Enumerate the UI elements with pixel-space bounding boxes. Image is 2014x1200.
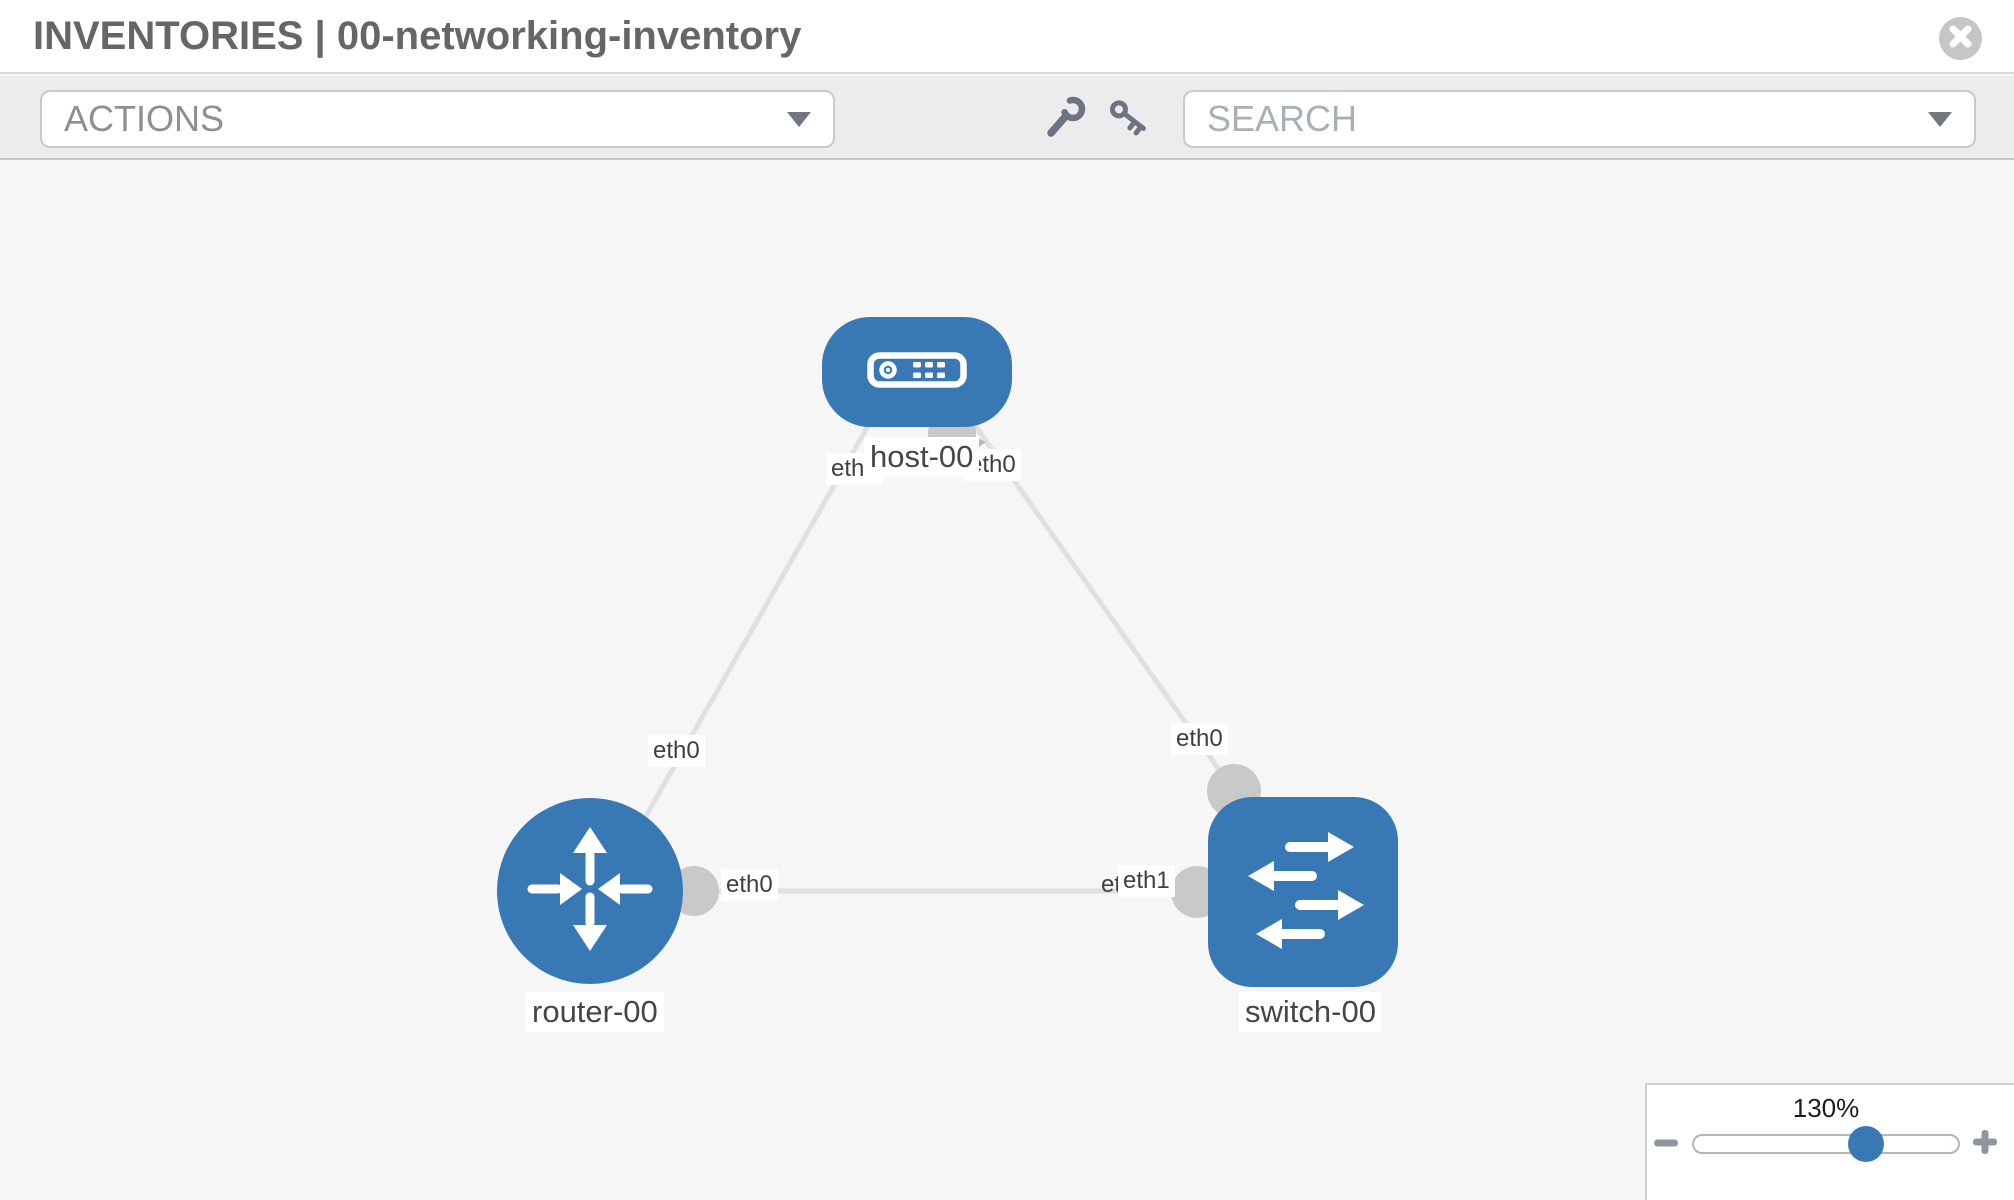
zoom-slider-handle[interactable] [1848, 1126, 1884, 1162]
topology-canvas[interactable] [0, 160, 2014, 1200]
interface-label: eth0 [721, 869, 778, 901]
chevron-down-icon [787, 112, 811, 127]
host-icon [867, 351, 967, 393]
node-switch-00[interactable] [1208, 797, 1398, 987]
interface-label: eth1 [1118, 865, 1175, 897]
header: INVENTORIES | 00-networking-inventory [0, 0, 2014, 74]
router-icon [526, 825, 654, 958]
node-router-00[interactable] [497, 798, 683, 984]
minus-icon [1653, 1135, 1679, 1153]
node-label-switch: switch-00 [1239, 992, 1382, 1032]
tools-button[interactable] [1043, 96, 1091, 144]
actions-dropdown[interactable]: ACTIONS [40, 90, 835, 148]
actions-dropdown-label: ACTIONS [64, 98, 225, 139]
wrench-icon [1044, 95, 1090, 146]
chevron-down-icon [1928, 112, 1952, 127]
interface-label: eth0 [648, 735, 705, 767]
zoom-value: 130% [1792, 1093, 1860, 1123]
switch-icon [1208, 795, 1398, 990]
zoom-out-button[interactable] [1651, 1129, 1681, 1159]
node-label-router: router-00 [526, 992, 664, 1032]
zoom-panel: 130% [1645, 1083, 2014, 1200]
credentials-button[interactable] [1106, 96, 1154, 144]
zoom-slider[interactable] [1692, 1134, 1960, 1154]
search-dropdown[interactable]: SEARCH [1183, 90, 1976, 148]
key-icon [1106, 94, 1154, 147]
search-placeholder: SEARCH [1207, 98, 1358, 139]
plus-icon [1971, 1128, 1999, 1161]
close-icon [1939, 15, 1982, 63]
zoom-in-button[interactable] [1969, 1127, 2001, 1161]
interface-label: eth0 [1171, 723, 1228, 755]
page-title: INVENTORIES | 00-networking-inventory [33, 14, 802, 58]
node-host-00[interactable] [822, 317, 1012, 427]
close-button[interactable] [1939, 17, 1982, 60]
toolbar: ACTIONS SEARCH [0, 76, 2014, 160]
node-label-host: host-00 [864, 437, 980, 477]
